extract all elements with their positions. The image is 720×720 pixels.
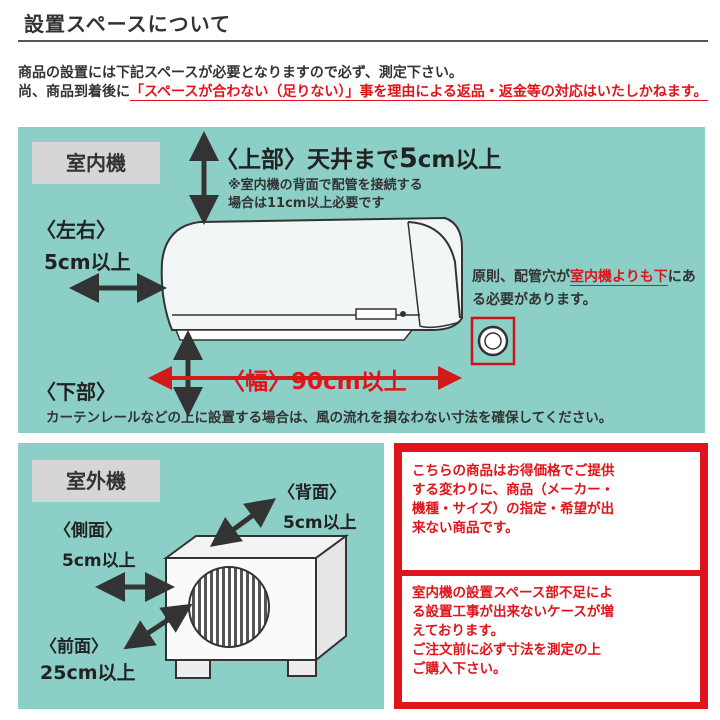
intro-text-line1: 商品の設置には下記スペースが必要となりますので必ず、測定下さい。	[18, 65, 463, 81]
notice-box-space: 室内機の設置スペース部不足によ る設置工事が出来ないケースが増 えております。 …	[402, 576, 700, 702]
notice-box-price: こちらの商品はお得価格でご提供 する変わりに、商品（メーカー・ 機種・サイズ）の…	[402, 452, 700, 570]
left-right-value: 5cm以上	[44, 250, 131, 274]
back-clearance-arrow	[209, 498, 277, 547]
notice1-line: 機種・サイズ）の指定・希望が出	[412, 501, 615, 517]
page-title: 設置スペースについて	[24, 12, 231, 36]
intro-text-line2: 尚、商品到着後に「スペースが合わない（足りない）」事を理由による返品・返金等の対…	[18, 82, 708, 102]
notice1-line: こちらの商品はお得価格でご提供	[412, 463, 615, 479]
top-note-line1: ※室内機の背面で配管を接続する	[228, 178, 423, 193]
curtain-rail-note: カーテンレールなどの上に設置する場合は、風の流れを損なわない寸法を確保してくださ…	[46, 410, 613, 426]
notice2-line: る設置工事が出来ないケースが増	[412, 604, 614, 620]
back-clearance-label: 〈背面〉	[278, 483, 346, 503]
intro-prefix: 尚、商品到着後に	[18, 84, 130, 100]
pipe-hole-icon	[470, 316, 516, 366]
left-right-label: 〈左右〉	[36, 218, 116, 242]
notice2-line: えております。	[412, 623, 505, 639]
outdoor-unit-tag: 室外機	[32, 460, 160, 502]
outdoor-unit-icon	[162, 534, 350, 679]
bottom-clearance-label: 〈下部〉	[36, 380, 116, 404]
top-label-prefix: 〈上部〉天井まで	[215, 147, 399, 173]
indoor-ac-icon	[160, 216, 463, 341]
notice1-line: する変わりに、商品（メーカー・	[412, 482, 615, 498]
back-clearance-value: 5cm以上	[283, 513, 357, 533]
pipe-note-prefix: 原則、配管穴が	[472, 269, 570, 285]
top-clearance-label: 〈上部〉天井まで5cm以上	[215, 140, 501, 174]
header-divider	[18, 40, 708, 42]
notice1-line: 来ない商品です。	[412, 520, 519, 536]
top-label-suffix: cm以上	[417, 147, 502, 173]
side-clearance-value: 5cm以上	[62, 551, 136, 571]
side-clearance-label: 〈側面〉	[54, 521, 122, 541]
intro-warning: 「スペースが合わない（足りない）」事を理由による返品・返金等の対応はいたしかねま…	[130, 84, 708, 101]
top-note-line2: 場合は11cm以上必要です	[228, 196, 385, 211]
top-label-number: 5	[399, 143, 418, 174]
width-label: 〈幅〉90cm以上	[222, 369, 407, 395]
pipe-note-highlight: 室内機よりも下	[570, 269, 668, 286]
pipe-note-suffix: にある必要があります。	[472, 269, 696, 308]
front-clearance-label: 〈前面〉	[40, 637, 108, 657]
notice2-line: ご購入下さい。	[412, 661, 507, 677]
pipe-hole-note: 原則、配管穴が室内機よりも下にある必要があります。	[472, 266, 697, 312]
indoor-unit-tag: 室内機	[32, 142, 160, 184]
front-clearance-arrow	[123, 603, 193, 650]
notice2-line: 室内機の設置スペース部不足によ	[412, 585, 613, 601]
notice2-line: ご注文前に必ず寸法を測定の上	[412, 642, 601, 658]
front-clearance-value: 25cm以上	[40, 662, 136, 684]
